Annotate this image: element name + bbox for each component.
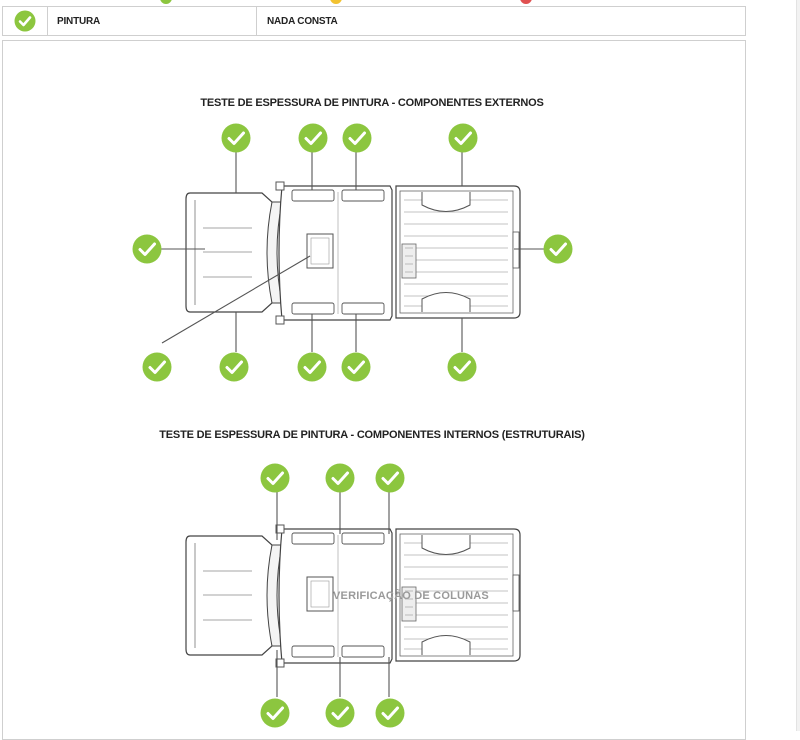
- legend-strip: [0, 0, 800, 5]
- legend-yellow-dot: [330, 0, 342, 4]
- check-icon: [259, 462, 291, 494]
- check-icon: [259, 697, 291, 729]
- status-cell: [3, 7, 48, 35]
- check-icon: [131, 233, 163, 265]
- check-icon: [447, 122, 479, 154]
- paint-label: PINTURA: [47, 7, 257, 35]
- check-icon: [324, 697, 356, 729]
- check-icon: [446, 351, 478, 383]
- check-circle-icon: [14, 10, 36, 32]
- legend-red-dot: [520, 0, 532, 4]
- check-icon: [340, 351, 372, 383]
- internal-section-title: TESTE DE ESPESSURA DE PINTURA - COMPONEN…: [159, 429, 585, 441]
- check-icon: [374, 697, 406, 729]
- external-section-title: TESTE DE ESPESSURA DE PINTURA - COMPONEN…: [200, 97, 544, 109]
- check-icon: [297, 122, 329, 154]
- columns-check-label: VERIFICAÇÃO DE COLUNAS: [333, 590, 489, 602]
- external-leader-lines: [161, 152, 545, 352]
- internal-leader-lines: [276, 492, 390, 697]
- check-icon: [218, 351, 250, 383]
- legend-green-dot: [160, 0, 172, 4]
- paint-value: NADA CONSTA: [267, 15, 338, 27]
- truck-external: [185, 181, 521, 325]
- paint-status-row: PINTURA NADA CONSTA: [2, 6, 746, 36]
- check-icon: [341, 122, 373, 154]
- check-icon: [220, 122, 252, 154]
- check-icon: [141, 351, 173, 383]
- check-icon: [296, 351, 328, 383]
- check-icon: [324, 462, 356, 494]
- check-icon: [374, 462, 406, 494]
- check-icon: [542, 233, 574, 265]
- scrollbar[interactable]: [796, 0, 800, 731]
